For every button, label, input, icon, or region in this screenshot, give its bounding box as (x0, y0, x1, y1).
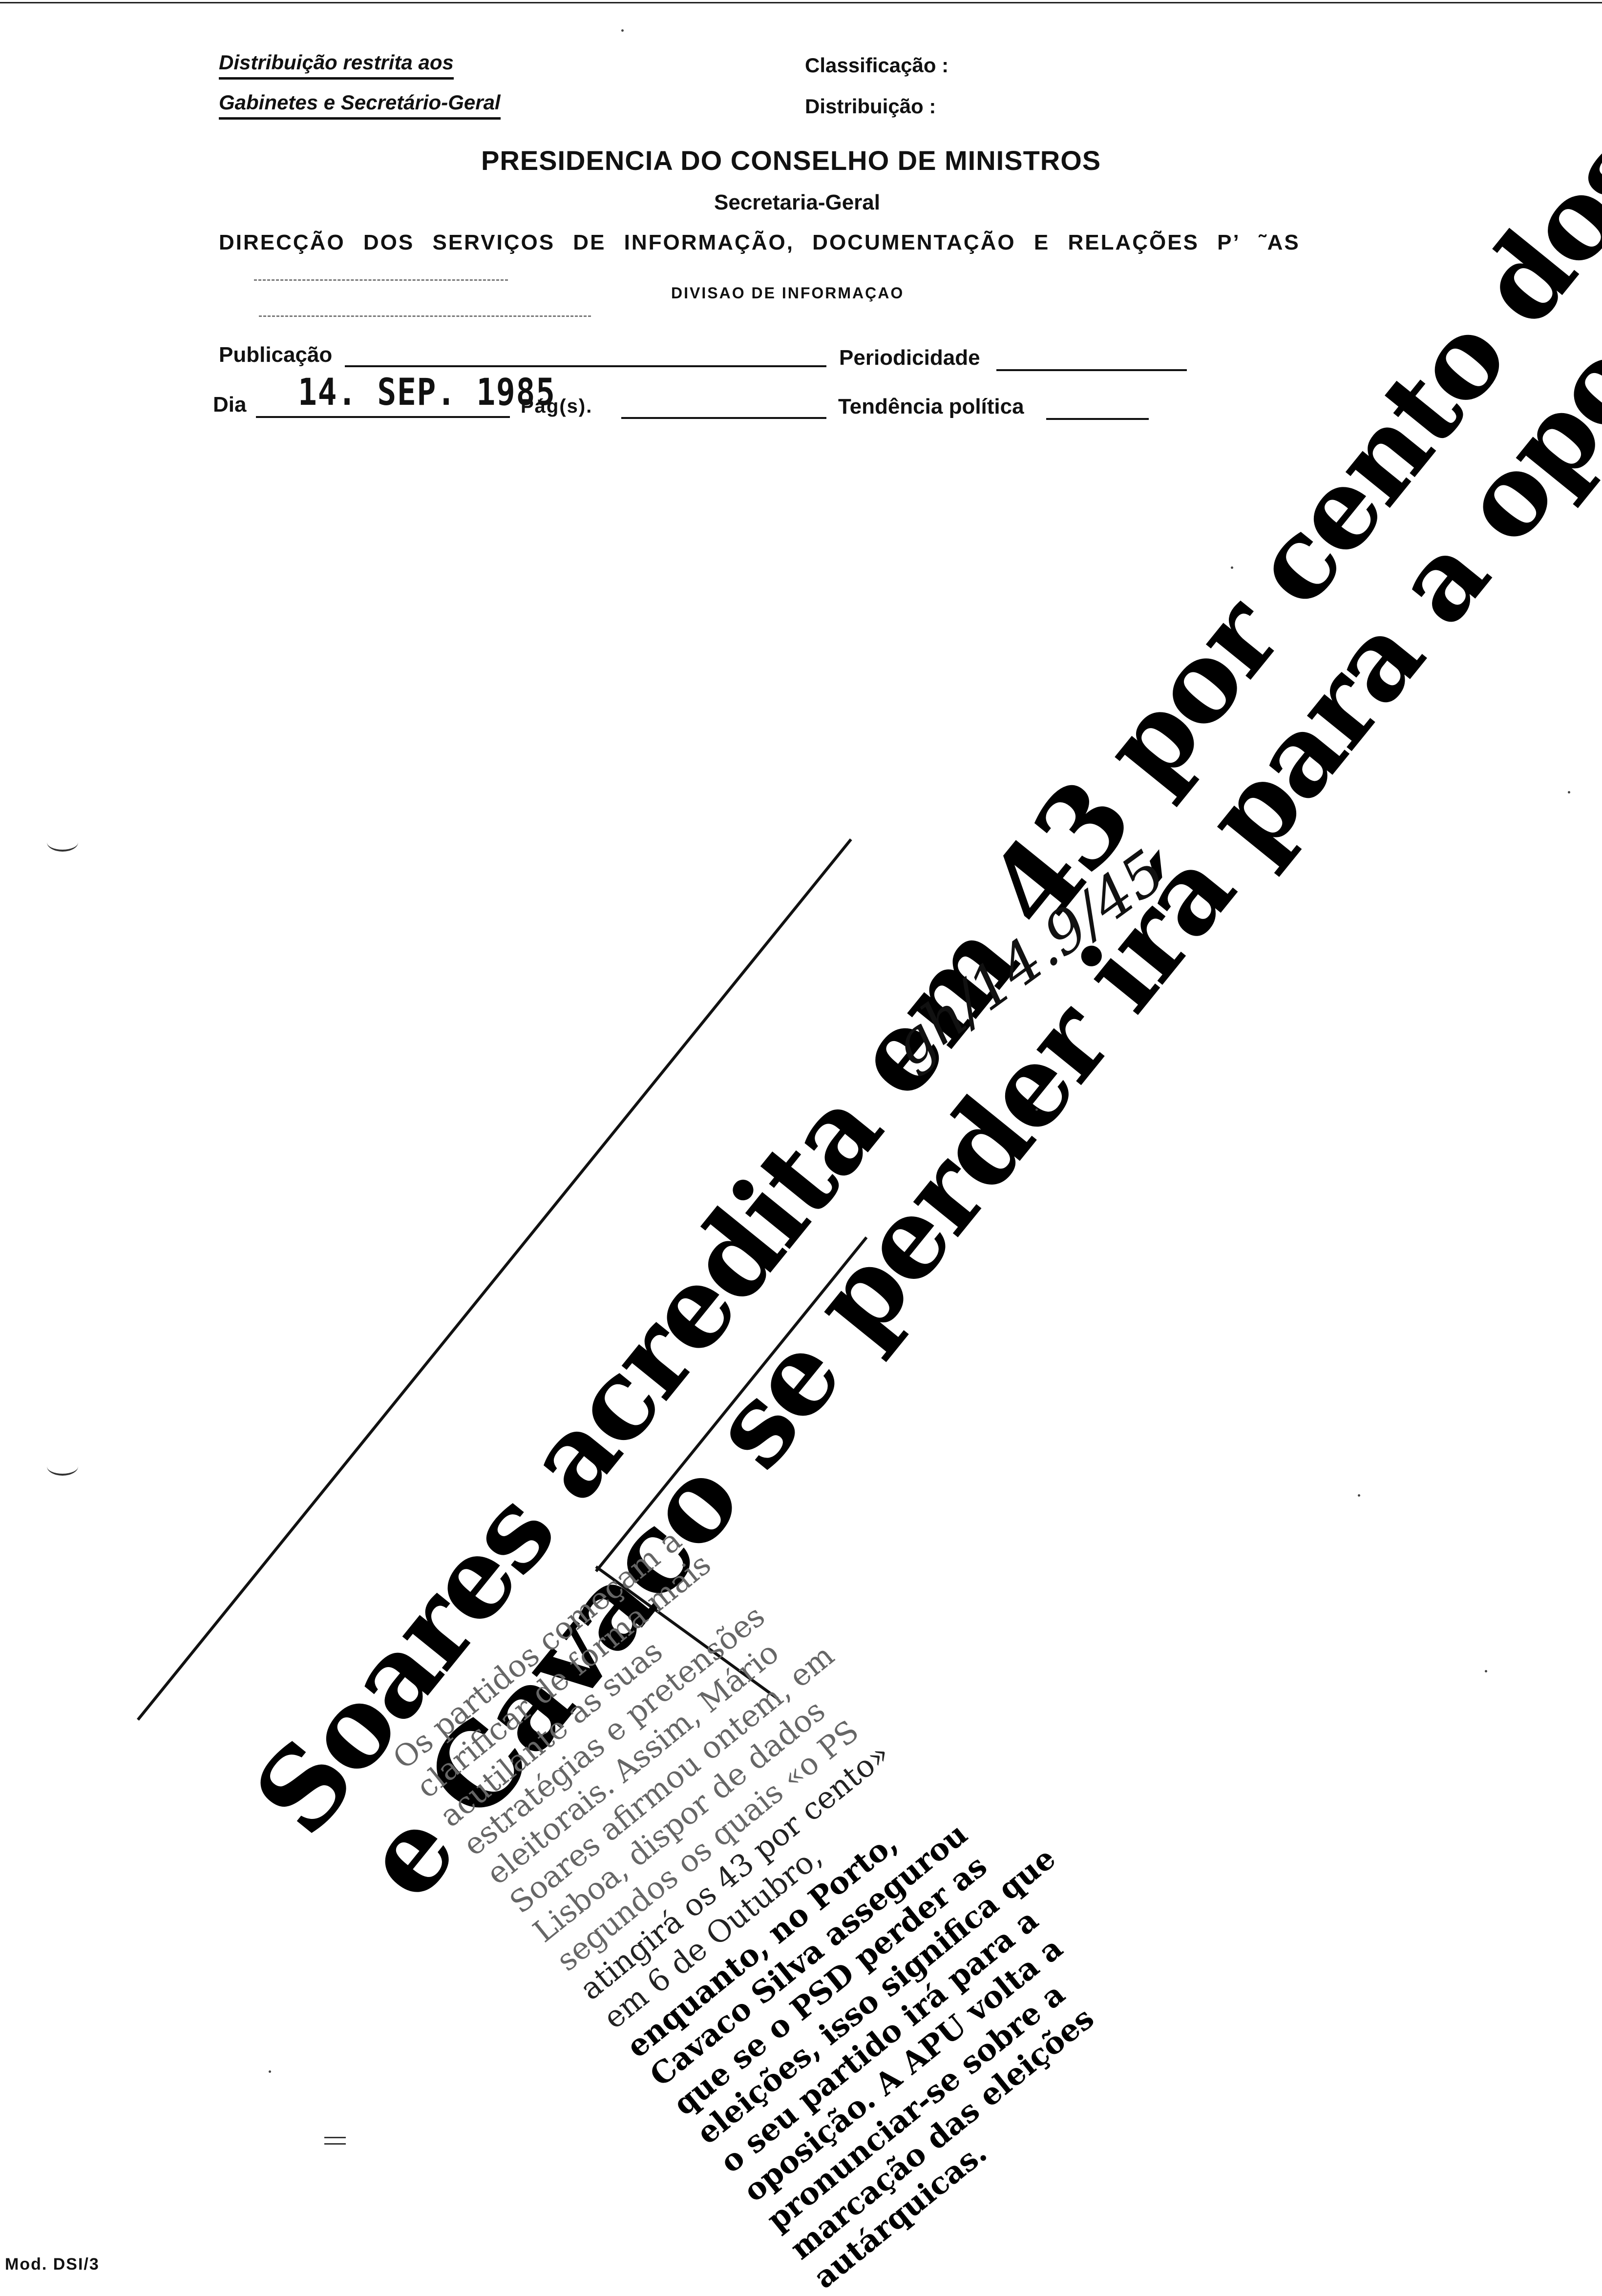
dia-field-line (256, 416, 510, 418)
restricted-distribution-line2: Gabinetes e Secretário-Geral (219, 91, 501, 120)
publicacao-field-line (345, 365, 826, 367)
distribuicao-label: Distribuição : (805, 95, 936, 118)
periodicidade-label: Periodicidade (839, 346, 980, 370)
faint-rule-2 (259, 315, 591, 317)
pags-field-line (621, 417, 826, 419)
scan-speck (621, 29, 624, 32)
tendencia-field-line (1046, 418, 1149, 420)
scan-speck (1358, 1494, 1360, 1497)
publicacao-label: Publicação (219, 343, 333, 367)
scan-speck (1485, 1670, 1487, 1672)
pags-label: Pág(s). (521, 396, 593, 417)
classificacao-label: Classificação : (805, 54, 949, 77)
divisao-label: DIVISAO DE INFORMAÇAO (671, 284, 905, 302)
scan-speck (1568, 791, 1570, 793)
form-model-code: Mod. DSI/3 (5, 2255, 100, 2274)
punch-hole-mark-upper (47, 833, 78, 852)
tendencia-label: Tendência política (838, 395, 1024, 418)
restricted-distribution-line1: Distribuição restrita aos (219, 51, 454, 80)
top-border-line (0, 2, 1602, 3)
date-stamp: 14. SEP. 1985 (298, 370, 556, 414)
periodicidade-field-line (996, 369, 1187, 371)
direccao-line: DIRECÇÃO DOS SERVIÇOS DE INFORMAÇÃO, DOC… (219, 230, 1300, 254)
headline-line1: Soares acredita em 43 por cento dos voto… (230, 0, 1602, 1859)
document-title: PRESIDENCIA DO CONSELHO DE MINISTROS (481, 145, 1101, 176)
scan-speck (1231, 566, 1233, 569)
dia-label: Dia (213, 393, 247, 417)
scan-mark (324, 2137, 346, 2145)
scan-speck (1035, 1108, 1038, 1111)
document-subtitle: Secretaria-Geral (714, 190, 880, 214)
scan-speck (269, 2070, 271, 2073)
punch-hole-mark-lower (47, 1457, 78, 1476)
faint-rule-1 (254, 279, 508, 281)
